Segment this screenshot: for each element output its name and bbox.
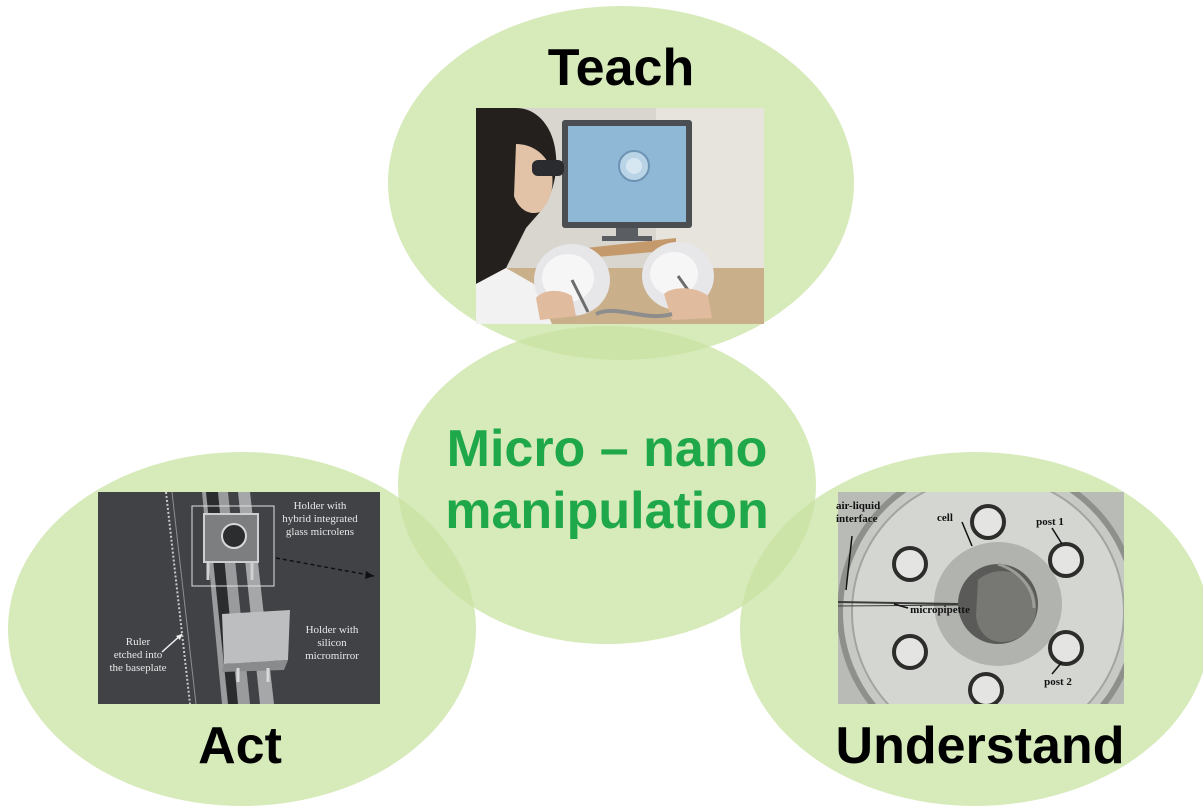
microassembly-sem-photo — [98, 492, 380, 704]
teach-label: Teach — [547, 39, 695, 97]
annotation-holder-glass: Holder with hybrid integrated glass micr… — [282, 500, 358, 538]
center-title-line2: manipulation — [445, 482, 769, 541]
annotation-post2: post 2 — [1044, 676, 1072, 688]
center-title-line1: Micro – nano — [446, 420, 768, 478]
understand-label: Understand — [835, 717, 1125, 775]
annotation-micropipette: micropipette — [910, 604, 970, 616]
annotation-post1: post 1 — [1036, 516, 1064, 528]
annotation-cell: cell — [937, 512, 953, 524]
annotation-ruler: Ruler etched into the baseplate — [109, 636, 167, 674]
annotation-holder-mirror: Holder with silicon micromirror — [305, 624, 359, 662]
annotation-interface: air-liquid interface — [836, 500, 881, 525]
act-label: Act — [198, 717, 282, 775]
center-ellipse — [398, 326, 816, 644]
center-title: Micro – nano manipulation — [398, 418, 816, 543]
haptic-teleoperation-photo — [476, 108, 764, 324]
cell-micropipette-photo — [838, 492, 1124, 704]
